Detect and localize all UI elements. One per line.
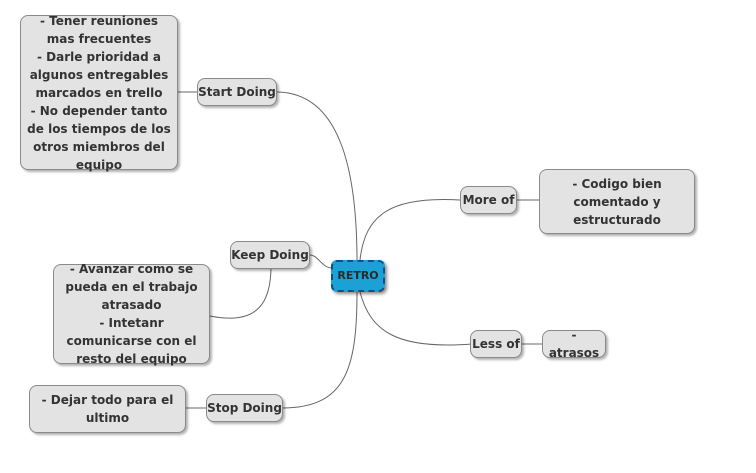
connector-root-keep-doing [309,254,333,269]
details-start-doing[interactable]: - Tener reuniones mas frecuentes - Darle… [20,14,178,172]
topic-keep-doing[interactable]: Keep Doing [230,241,310,269]
details-text: - Tener reuniones mas frecuentes - Darle… [27,13,171,172]
connector-root-stop-doing [281,291,358,409]
details-more-of[interactable]: - Codigo bien comentado y estructurado [539,169,695,234]
details-less-of[interactable]: - atrasos [542,328,606,360]
root-label: RETRO [337,269,379,282]
topic-stop-doing[interactable]: Stop Doing [206,394,283,422]
details-keep-doing[interactable]: - Avanzar como se pueda en el trabajo at… [53,262,210,366]
details-stop-doing[interactable]: - Dejar todo para el ultimo [29,385,186,433]
details-text: - Dejar todo para el ultimo [41,393,174,425]
topic-label: Keep Doing [231,248,309,262]
topic-less-of[interactable]: Less of [470,330,522,358]
connector-root-more-of [359,198,461,261]
connector-root-less-of [359,291,473,346]
connector-root-start-doing [275,91,358,263]
details-text: - Codigo bien comentado y estructurado [572,176,662,227]
topic-start-doing[interactable]: Start Doing [197,78,277,106]
topic-label: More of [462,193,515,207]
root-node[interactable]: RETRO [331,260,385,292]
connector-keep-doing-details [209,265,272,319]
topic-label: Stop Doing [207,401,282,415]
topic-label: Start Doing [198,85,276,99]
topic-label: Less of [472,337,520,351]
topic-more-of[interactable]: More of [460,186,517,214]
details-text: - Avanzar como se pueda en el trabajo at… [65,262,198,366]
details-text: - atrasos [548,328,600,360]
